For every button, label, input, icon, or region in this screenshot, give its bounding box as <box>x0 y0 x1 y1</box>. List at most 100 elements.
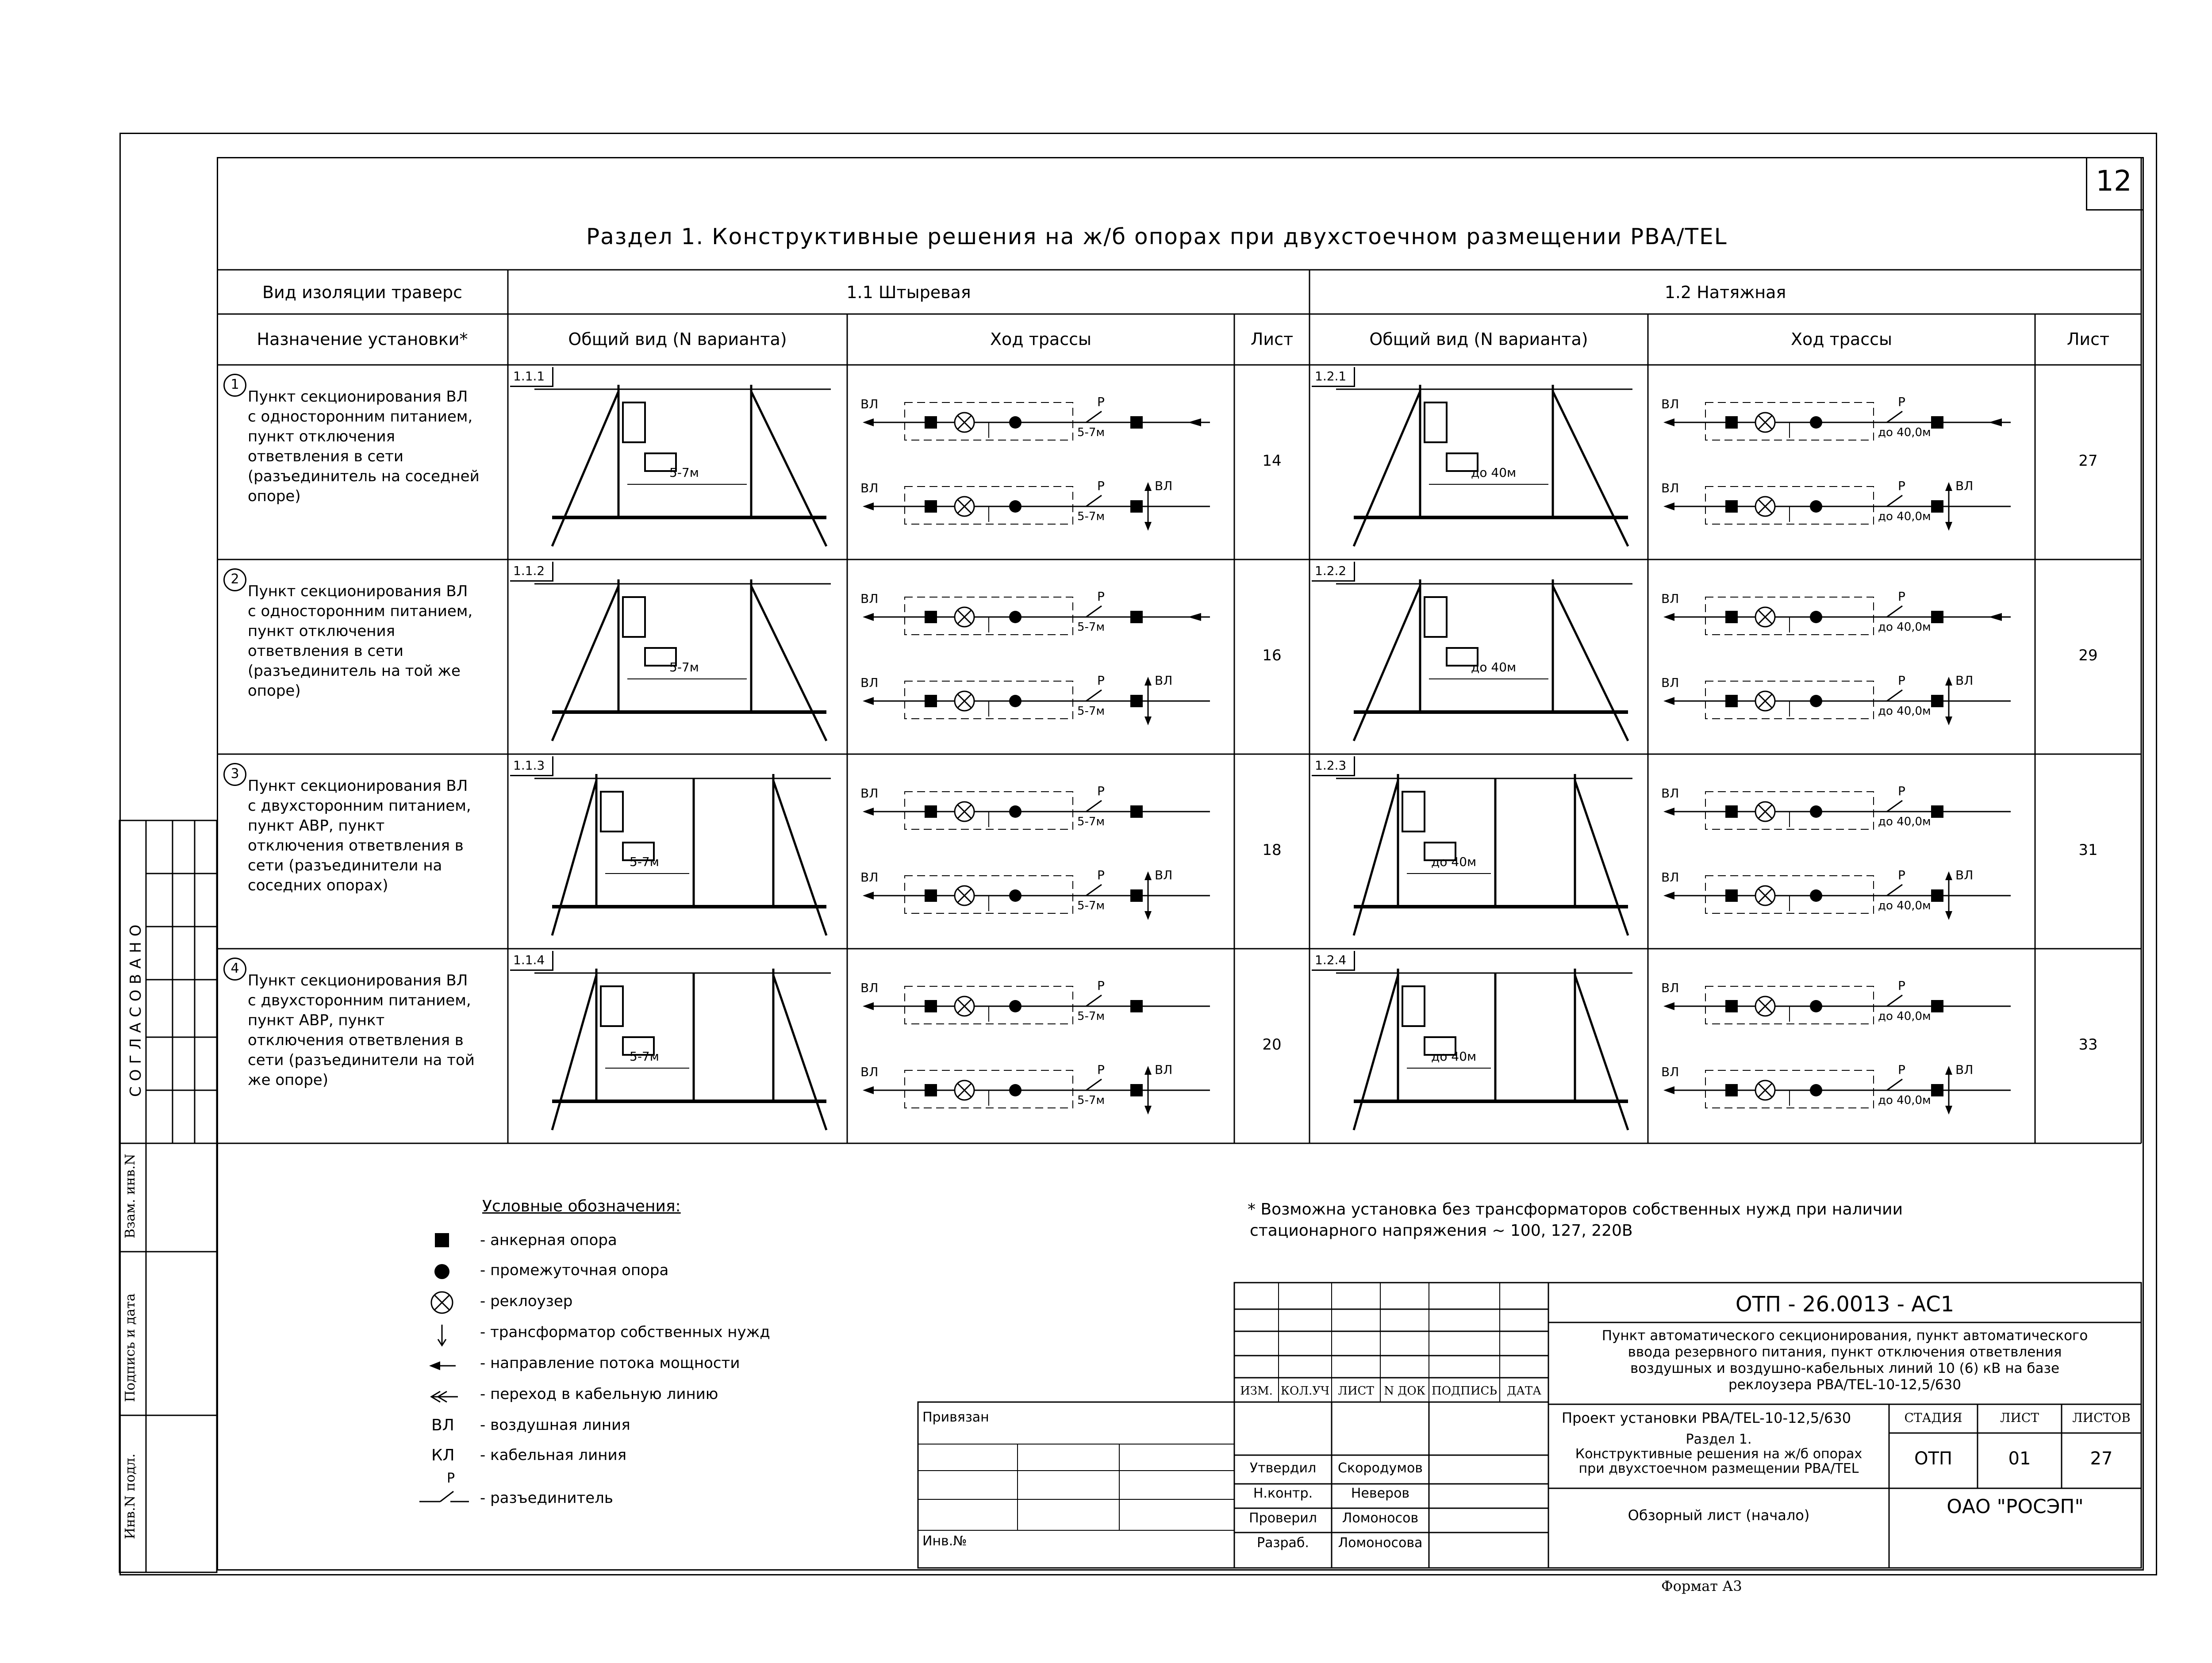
legend-item: - кабельная линия <box>480 1446 627 1464</box>
variant-number: 1.2.3 <box>1315 758 1347 773</box>
variant-tag <box>1312 367 1355 387</box>
stamp-section-3: при двухстоечном размещении РВА/TEL <box>1578 1461 1859 1476</box>
disconnector-label: Р <box>1898 673 1905 688</box>
disconnector-icon <box>419 1491 469 1502</box>
variant-tag <box>510 756 553 776</box>
route-diagram-svg <box>863 791 1210 920</box>
distance-label: до 40м <box>1431 854 1477 869</box>
sheet-ref: 18 <box>1262 841 1282 859</box>
variant-number: 1.1.3 <box>513 758 545 773</box>
vl-label: ВЛ <box>860 786 879 801</box>
header-general-1: Общий вид (N варианта) <box>568 330 787 349</box>
legend-item: - анкерная опора <box>480 1231 617 1249</box>
stamp-role: Утвердил <box>1249 1460 1317 1476</box>
legend-title: Условные обозначения: <box>482 1197 681 1215</box>
distance-label: до 40,0м <box>1878 1010 1931 1023</box>
row-purpose-line: сети (разъединители на <box>248 857 442 874</box>
vl-label: ВЛ <box>1661 675 1679 690</box>
vl-label: ВЛ <box>1661 981 1679 995</box>
legend-item: - разъединитель <box>480 1489 613 1507</box>
format-label: Формат А3 <box>1661 1578 1742 1594</box>
row-purpose-line: опоре) <box>248 487 301 505</box>
vl-label: ВЛ <box>1661 397 1679 411</box>
transformer-icon <box>437 1325 447 1347</box>
disconnector-label: Р <box>1097 784 1105 798</box>
row-purpose-line: же опоре) <box>248 1071 328 1089</box>
pole-drawing-pin: 5-7м <box>508 559 847 754</box>
route-diagram-svg <box>1663 597 2011 725</box>
variant-number: 1.1.2 <box>513 563 545 578</box>
pole-drawing-svg <box>1336 969 1632 1130</box>
vl-label: ВЛ <box>860 481 879 495</box>
sheet-ref: 33 <box>2078 1036 2098 1054</box>
disconnector-label: Р <box>1898 1062 1905 1077</box>
vl-label: ВЛ <box>860 870 879 885</box>
distance-label: до 40м <box>1471 465 1517 480</box>
row-purpose-line: Пункт секционирования ВЛ <box>248 972 468 989</box>
stamp-column-header: ИЗМ. <box>1240 1384 1273 1398</box>
variant-tag <box>1312 951 1355 971</box>
vl-label: ВЛ <box>1661 591 1679 606</box>
distance-label: до 40м <box>1431 1049 1477 1064</box>
stamp-column-header: ПОДПИСЬ <box>1432 1384 1497 1398</box>
disconnector-label: Р <box>1898 784 1905 798</box>
legend-vl-symbol: ВЛ <box>431 1416 454 1434</box>
distance-label: 5-7м <box>669 465 699 480</box>
pole-drawing-svg <box>534 579 831 742</box>
distance-label: 5-7м <box>1077 510 1105 523</box>
row-number-circle: 1 <box>223 374 246 397</box>
vl-label: ВЛ <box>860 675 879 690</box>
vl-label: ВЛ <box>1661 481 1679 495</box>
disconnector-label: Р <box>1898 479 1905 493</box>
stamp-org: ОАО "РОСЭП" <box>1947 1495 2084 1518</box>
power-flow-icon <box>429 1361 456 1370</box>
stamp-list-header: ЛИСТ <box>2000 1410 2039 1425</box>
distance-label: до 40,0м <box>1878 426 1931 439</box>
header-sheet-1: Лист <box>1250 330 1294 349</box>
vl-label: ВЛ <box>1955 868 1974 882</box>
sheet-ref: 29 <box>2078 647 2098 664</box>
stamp-role: Разраб. <box>1257 1535 1309 1551</box>
legend-item: - воздушная линия <box>480 1416 630 1434</box>
stamp-description-line: ввода резервного питания, пункт отключен… <box>1628 1344 2062 1360</box>
pole-drawing-tension: до 40м <box>1310 949 1649 1143</box>
vl-label: ВЛ <box>1155 673 1173 688</box>
legend-kl-symbol: КЛ <box>431 1446 455 1464</box>
header-route-2: Ход трассы <box>1791 330 1892 349</box>
disconnector-label: Р <box>1097 589 1105 604</box>
sheet-number-box <box>2086 157 2144 211</box>
distance-label: 5-7м <box>630 854 659 869</box>
route-diagram-svg <box>1663 986 2011 1115</box>
route-diagram-svg <box>1663 402 2011 531</box>
recloser-icon <box>430 1291 453 1314</box>
stamp-list: 01 <box>2008 1448 2031 1469</box>
distance-label: 5-7м <box>630 1049 659 1064</box>
stamp-code: ОТП - 26.0013 - АС1 <box>1735 1292 1955 1317</box>
sheet-ref: 20 <box>1262 1036 1282 1054</box>
row-purpose-line: отключения ответвления в <box>248 837 464 854</box>
row-purpose-line: опоре) <box>248 682 301 700</box>
pole-drawing-pin: 5-7м <box>508 754 847 949</box>
variant-number: 1.1.4 <box>513 953 545 967</box>
row-purpose-line: пункт отключения <box>248 622 396 640</box>
stamp-column-header: ЛИСТ <box>1338 1384 1374 1398</box>
row-purpose-line: Пункт секционирования ВЛ <box>248 388 468 406</box>
disconnector-label: Р <box>1097 1062 1105 1077</box>
disconnector-label: Р <box>1097 479 1105 493</box>
distance-label: 5-7м <box>1077 1010 1105 1023</box>
stamp-stage: ОТП <box>1914 1448 1952 1469</box>
stamp-role: Н.контр. <box>1253 1486 1313 1501</box>
row-number-circle: 2 <box>223 568 246 591</box>
vl-label: ВЛ <box>1155 868 1173 882</box>
stamp-description-line: Пункт автоматического секционирования, п… <box>1601 1328 2088 1344</box>
pole-drawing-svg <box>1336 774 1632 936</box>
distance-label: 5-7м <box>1077 1094 1105 1107</box>
disconnector-label: Р <box>1898 978 1905 993</box>
